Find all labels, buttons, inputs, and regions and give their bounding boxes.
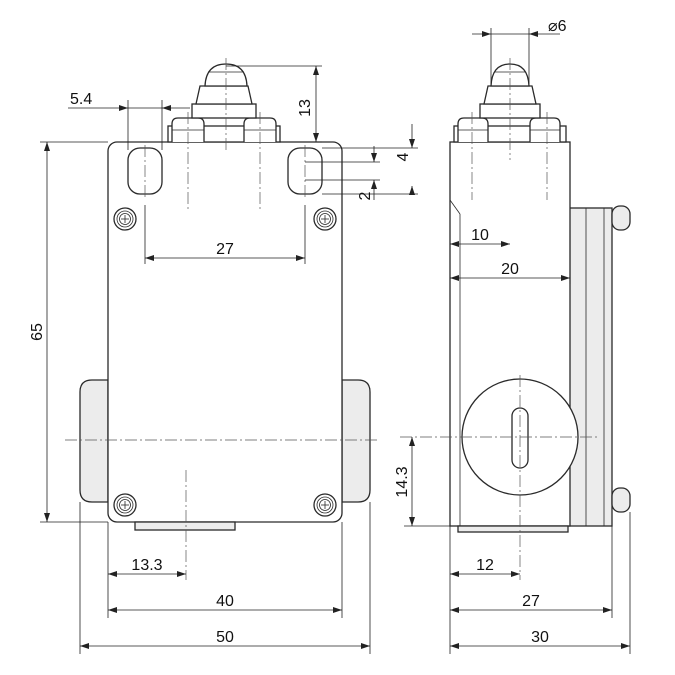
front-body xyxy=(107,141,343,523)
left-boss xyxy=(79,379,109,503)
dim-body-depth: 20 xyxy=(501,261,519,278)
dim-side-bottom-offset: 12 xyxy=(476,557,494,574)
screw-bottom-left xyxy=(113,493,137,517)
front-bottom-tab xyxy=(134,521,236,531)
dim-overall-width: 50 xyxy=(216,629,234,646)
dim-plunger-height: 13 xyxy=(297,99,314,117)
dim-body-width: 40 xyxy=(216,593,234,610)
dim-depth-with-cap: 27 xyxy=(522,593,540,610)
side-cover-plate xyxy=(567,207,613,527)
dim-plunger-offset: 10 xyxy=(471,227,489,244)
dim-pin-width: 5.4 xyxy=(70,91,92,108)
side-dimensions: ⌀6 10 20 14.3 12 27 xyxy=(394,18,631,654)
side-plunger-head xyxy=(453,58,567,200)
dim-cap-center-height: 14.3 xyxy=(394,466,411,497)
screw-bottom-right xyxy=(313,493,337,517)
side-view xyxy=(400,58,631,580)
dim-overall-height: 65 xyxy=(29,323,46,341)
dim-plunger-diameter: ⌀6 xyxy=(548,18,567,35)
front-view xyxy=(65,58,378,580)
front-dimensions: 5.4 13 4 2 27 6 xyxy=(29,65,418,654)
screw-top-left xyxy=(113,207,137,231)
dim-slot-width: 2 xyxy=(357,191,374,200)
side-top-pin xyxy=(611,205,631,231)
screw-top-right xyxy=(313,207,337,231)
side-bottom-pin xyxy=(611,487,631,513)
front-plunger-head xyxy=(167,58,281,212)
dim-overall-depth: 30 xyxy=(531,629,549,646)
dim-bottom-offset: 13.3 xyxy=(131,557,162,574)
right-boss xyxy=(341,379,371,503)
dim-slot-length: 4 xyxy=(395,152,412,161)
side-bottom-tab xyxy=(457,525,569,533)
dim-hole-spacing: 27 xyxy=(216,241,234,258)
